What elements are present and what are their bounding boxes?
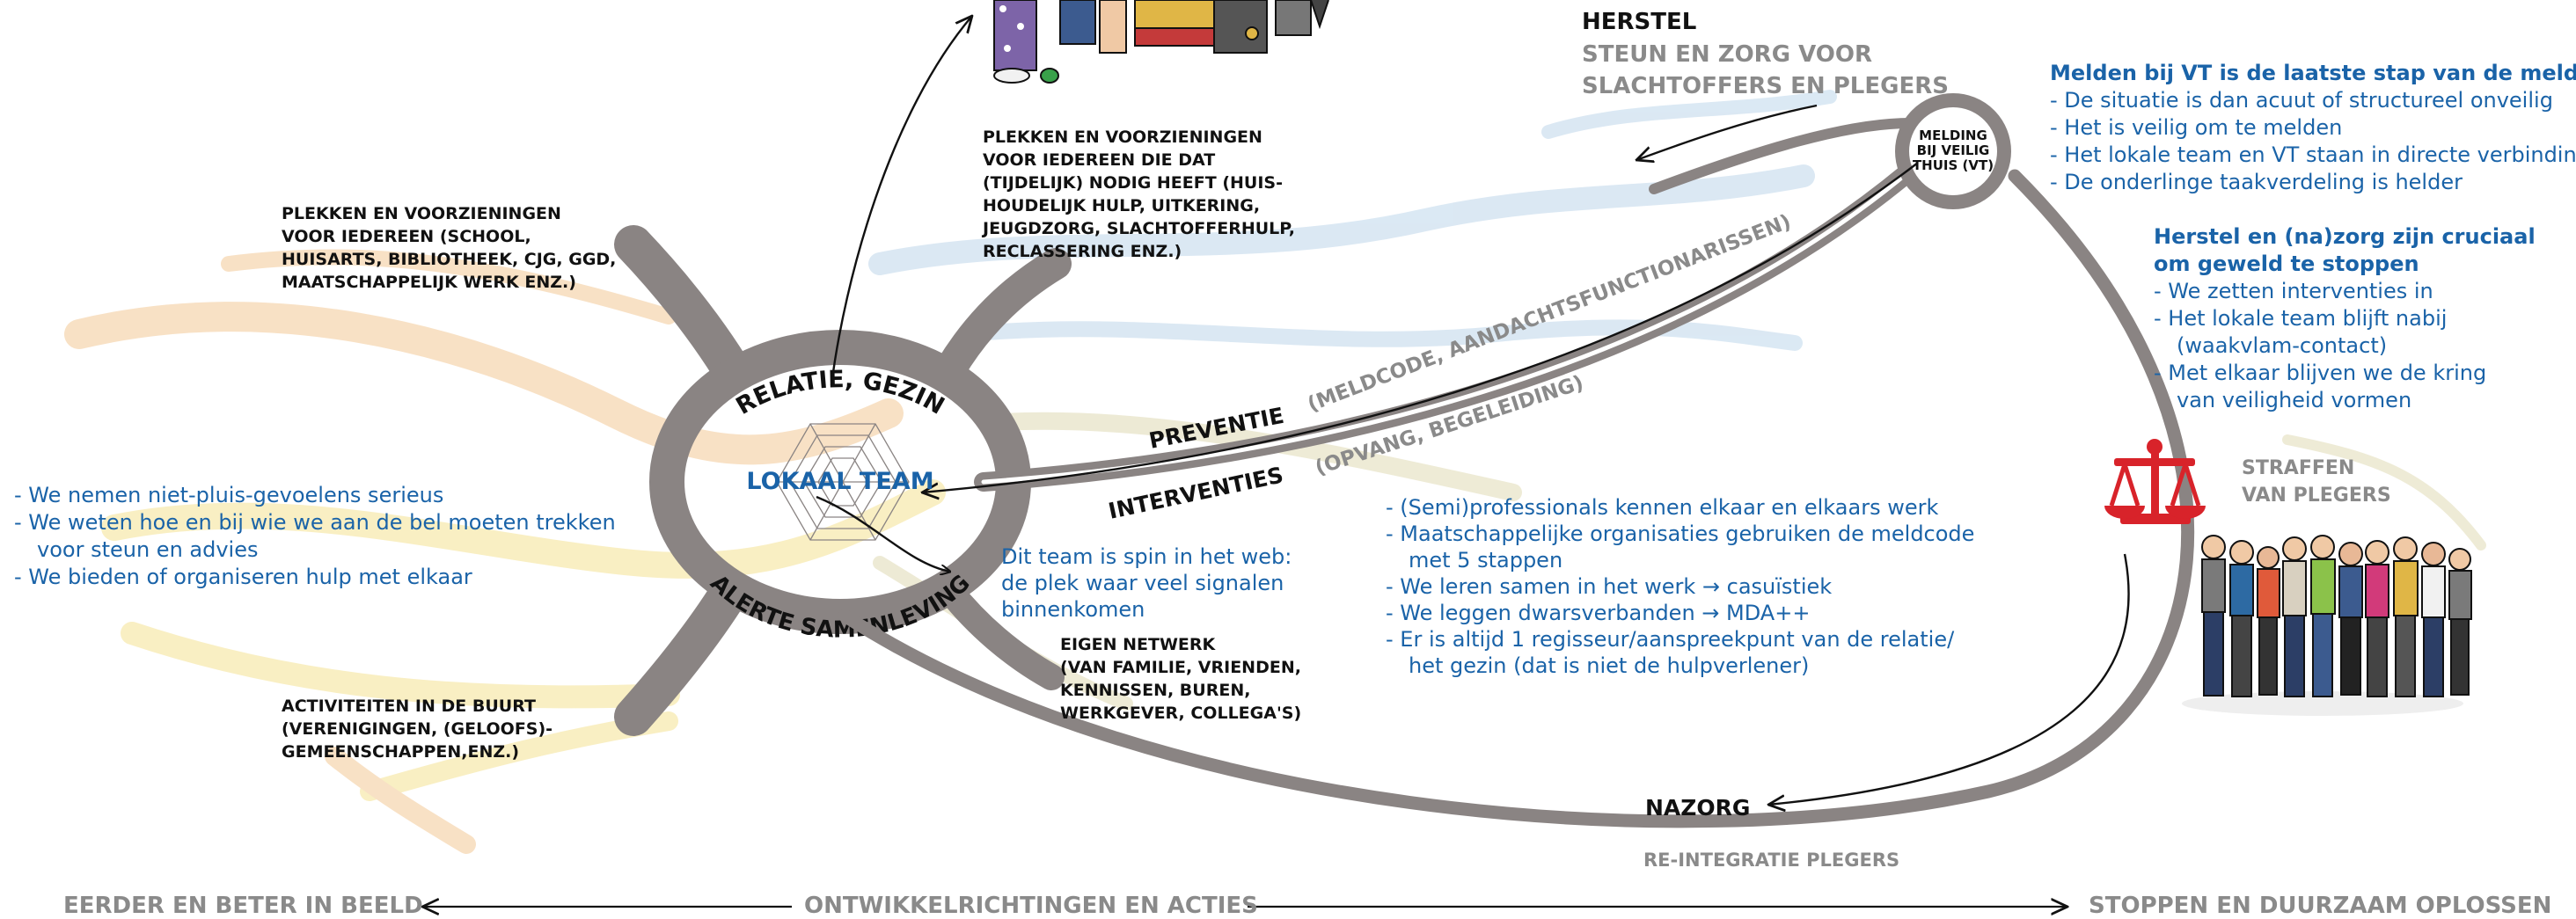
node-line: VOOR IEDEREEN (SCHOOL,: [282, 227, 531, 246]
spin-text-line: Dit team is spin in het web:: [1001, 544, 1292, 569]
melden-block: Melden bij VT is de laatste stap van de …: [2050, 60, 2576, 196]
arc-nazorg: [838, 169, 2195, 828]
melding-label: MELDING BIJ VEILIG THUIS (VT): [1902, 128, 2004, 173]
node-line: MAATSCHAPPELIJK WERK ENZ.): [282, 273, 576, 292]
axis-left-label: EERDER EN BETER IN BEELD: [63, 893, 423, 919]
arrows: [816, 16, 2130, 805]
straffen-label-line: STRAFFEN: [2242, 457, 2355, 479]
spokes: [614, 225, 1072, 736]
spin-text-line: binnenkomen: [1001, 597, 1145, 622]
node-eigen-netwerk: EIGEN NETWERK (VAN FAMILIE, VRIENDEN, KE…: [1060, 633, 1301, 725]
list-item: - Er is altijd 1 regisseur/aanspreekpunt…: [1386, 627, 1955, 652]
node-line: KENNISSEN, BUREN,: [1060, 681, 1251, 700]
herstel-block: Herstel en (na)zorg zijn cruciaal om gew…: [2154, 223, 2536, 414]
list-item: - Met elkaar blijven we de kring: [2154, 361, 2487, 385]
spoke-top-right: [934, 248, 1072, 385]
list-item: (waakvlam-contact): [2177, 333, 2388, 358]
list-item: met 5 stappen: [1409, 548, 1563, 573]
melden-heading: Melden bij VT is de laatste stap van de …: [2050, 61, 2576, 85]
node-line: ACTIVITEITEN IN DE BUURT: [282, 697, 536, 716]
list-item: - (Semi)professionals kennen elkaar en e…: [1386, 495, 1939, 520]
node-line: JEUGDZORG, SLACHTOFFERHULP,: [983, 219, 1295, 238]
node-line: RECLASSERING ENZ.): [983, 242, 1182, 261]
node-line: (VERENIGINGEN, (GELOOFS)-: [282, 719, 553, 739]
list-item: - De onderlinge taakverdeling is helder: [2050, 170, 2463, 194]
spin-text: Dit team is spin in het web: de plek waa…: [1001, 543, 1292, 623]
spin-text-line: de plek waar veel signalen: [1001, 571, 1284, 595]
node-activiteiten: ACTIVITEITEN IN DE BUURT (VERENIGINGEN, …: [282, 695, 553, 763]
node-line: PLEKKEN EN VOORZIENINGEN: [282, 204, 561, 223]
arrow-spin: [816, 495, 950, 572]
axis-middle-label: ONTWIKKELRICHTINGEN EN ACTIES: [804, 893, 1258, 919]
list-item: - We leggen dwarsverbanden → MDA++: [1386, 601, 1811, 625]
herstel-block-heading: om geweld te stoppen: [2154, 252, 2419, 276]
list-item: - Het lokale team en VT staan in directe…: [2050, 142, 2576, 167]
arrow-nazorg: [1768, 553, 2130, 805]
node-plekken-nodig: PLEKKEN EN VOORZIENINGEN VOOR IEDEREEN D…: [983, 126, 1295, 263]
spoke-bottom-left: [614, 572, 750, 736]
list-item: - We leren samen in het werk → casuïstie…: [1386, 574, 1833, 599]
arrow-herstel: [1636, 104, 1818, 160]
node-line: WERKGEVER, COLLEGA'S): [1060, 704, 1302, 723]
list-item: - De situatie is dan acuut of structuree…: [2050, 88, 2553, 113]
middle-list: - (Semi)professionals kennen elkaar en e…: [1386, 494, 1974, 679]
list-item: - We bieden of organiseren hulp met elka…: [14, 565, 472, 589]
list-item: - Maatschappelijke organisaties gebruike…: [1386, 521, 1975, 546]
node-line: VOOR IEDEREEN DIE DAT: [983, 150, 1216, 170]
straffen-label-line: VAN PLEGERS: [2242, 485, 2391, 507]
straffen-label: STRAFFEN VAN PLEGERS: [2242, 455, 2391, 509]
node-line: (VAN FAMILIE, VRIENDEN,: [1060, 658, 1301, 677]
node-line: HUISARTS, BIBLIOTHEEK, CJG, GGD,: [282, 250, 617, 269]
list-item: - Het is veilig om te melden: [2050, 115, 2343, 140]
node-plekken-iedereen: PLEKKEN EN VOORZIENINGEN VOOR IEDEREEN (…: [282, 202, 616, 294]
herstel-subtitle-line: STEUN EN ZORG VOOR: [1582, 41, 1872, 68]
herstel-subtitle-line: SLACHTOFFERS EN PLEGERS: [1582, 73, 1949, 99]
node-line: HOUDELIJK HULP, UITKERING,: [983, 196, 1261, 215]
node-line: (TIJDELIJK) NODIG HEEFT (HUIS-: [983, 173, 1283, 193]
axis-right-label: STOPPEN EN DUURZAAM OPLOSSEN: [2089, 893, 2552, 919]
people-illustration-group: [2182, 535, 2472, 716]
list-item: - Het lokale team blijft nabij: [2154, 306, 2448, 331]
scales-of-justice-icon: [2104, 439, 2206, 524]
background-paths: [64, 90, 2486, 854]
left-list: - We nemen niet-pluis-gevoelens serieus …: [14, 482, 616, 591]
melding-label-line: THUIS (VT): [1912, 157, 1994, 173]
spoke-top-left: [614, 225, 750, 387]
list-item: - We weten hoe en bij wie we aan de bel …: [14, 510, 616, 535]
arrow-to-top-image: [830, 16, 972, 386]
web-hexagon: [776, 423, 910, 541]
melding-circle: [1895, 93, 2011, 209]
node-line: GEMEENSCHAPPEN,ENZ.): [282, 742, 520, 762]
herstel-title: HERSTEL: [1582, 9, 1697, 35]
lokaal-team-label: LOKAAL TEAM: [746, 468, 934, 495]
people-illustration-top: [993, 0, 1329, 84]
melding-label-line: BIJ VEILIG: [1916, 142, 1990, 158]
list-item: van veiligheid vormen: [2177, 388, 2412, 412]
arrow-to-lokaal-team: [922, 162, 1919, 492]
nazorg-label: NAZORG: [1645, 795, 1751, 821]
herstel-subtitle: STEUN EN ZORG VOOR SLACHTOFFERS EN PLEGE…: [1582, 39, 1949, 102]
spoke-bottom-right: [937, 578, 1065, 690]
arc-herstel: [1649, 118, 1914, 194]
node-line: PLEKKEN EN VOORZIENINGEN: [983, 128, 1262, 147]
list-item: het gezin (dat is niet de hulpverlener): [1409, 653, 1810, 678]
list-item: - We nemen niet-pluis-gevoelens serieus: [14, 483, 444, 507]
melding-label-line: MELDING: [1919, 128, 1987, 143]
list-item: voor steun en advies: [37, 537, 259, 562]
herstel-block-heading: Herstel en (na)zorg zijn cruciaal: [2154, 224, 2536, 249]
reintegratie-label: RE-INTEGRATIE PLEGERS: [1643, 850, 1900, 871]
node-line: EIGEN NETWERK: [1060, 635, 1216, 654]
list-item: - We zetten interventies in: [2154, 279, 2433, 303]
